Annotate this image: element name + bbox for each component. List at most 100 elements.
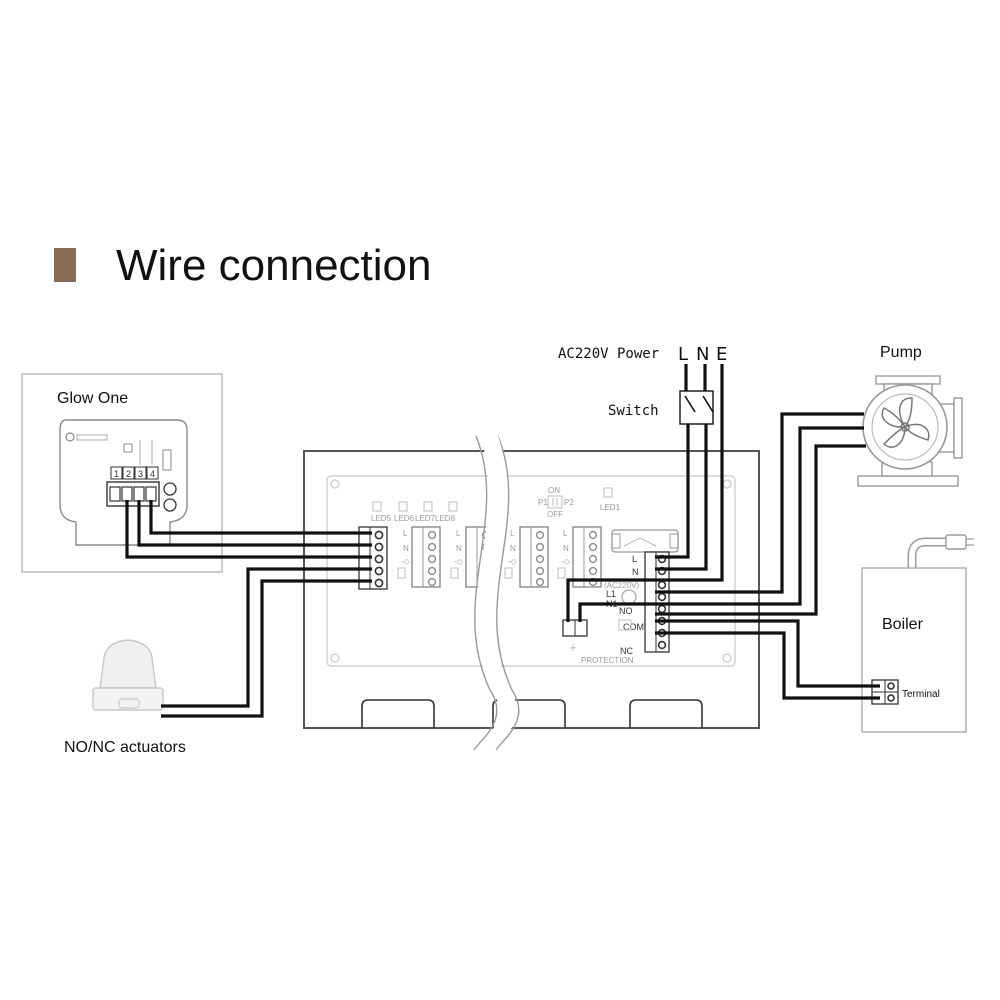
zone-n-label: N <box>456 544 462 553</box>
thermostat-relay-icon <box>123 443 133 453</box>
cutaway-break-line <box>473 435 498 751</box>
power-line-l: L <box>678 344 688 365</box>
wire-pump-earth <box>655 444 866 616</box>
boiler-body <box>861 567 967 733</box>
thermostat-fuse-icon <box>162 449 172 471</box>
cutaway-break-fill <box>476 430 517 752</box>
terminal-screw-icon <box>374 530 384 540</box>
relay-nc-label: NC <box>620 646 633 656</box>
terminal-screw-icon <box>887 682 895 690</box>
pump: Pump <box>857 344 963 487</box>
zone-valve-symbol: -◇ <box>508 557 518 566</box>
terminal-screw-icon <box>657 640 667 650</box>
zone-led-icon <box>557 567 566 579</box>
led-icon <box>398 501 408 512</box>
relay-coil-icon <box>618 619 632 631</box>
zone-led-icon <box>504 567 513 579</box>
wire-thermostat-to-zone1 <box>125 500 372 559</box>
boiler: Boiler Terminal <box>861 534 974 733</box>
zone-terminal-block-2: L N -◇ <box>397 526 441 588</box>
terminal-screw-icon <box>427 542 437 552</box>
switch-label: Switch <box>608 403 659 419</box>
switch-housing <box>679 390 714 425</box>
wires <box>125 364 880 718</box>
dip-p2-label: P2 <box>564 498 574 507</box>
wire-power-n-switched <box>655 424 708 571</box>
terminal-screw-icon <box>535 542 545 552</box>
pump-impeller-icon <box>881 397 930 448</box>
zone-valve-symbol: -◇ <box>401 557 411 566</box>
led-icon <box>372 501 382 512</box>
terminal-screw-icon <box>588 542 598 552</box>
wire-zone1-to-actuator <box>161 579 372 718</box>
zone-led-icon <box>397 567 406 579</box>
actuator-cap-icon <box>99 639 157 689</box>
thermostat-name: Glow One <box>57 390 128 407</box>
zone-valve-symbol: -◇ <box>561 557 571 566</box>
terminal-number: 3 <box>138 469 143 479</box>
terminal-screw-icon <box>588 554 598 564</box>
fuse-cap-icon <box>669 533 679 549</box>
power-line-e: E <box>716 344 727 365</box>
led-label: LED6 <box>394 514 415 523</box>
switch-blade-icon <box>702 395 714 413</box>
earth-symbol-icon: ⏚ <box>569 643 577 652</box>
bottom-tab <box>361 699 435 728</box>
led-label: LED7 <box>415 514 436 523</box>
zone-l-label: L <box>456 529 461 538</box>
zone-l-label: L <box>563 529 568 538</box>
actuator-window-icon <box>118 698 140 709</box>
led1-label: LED1 <box>600 503 621 512</box>
terminal-screw-icon <box>535 530 545 540</box>
earth-terminal: ⏚ PROTECTION <box>562 619 634 665</box>
zone-n-label: N <box>403 544 409 553</box>
terminal-number: 4 <box>150 469 155 479</box>
led-icon <box>603 487 613 498</box>
terminal-screw-icon <box>588 566 598 576</box>
led-icon <box>448 501 458 512</box>
power-source: AC220V Power L N E <box>558 344 727 365</box>
dip-switch-body <box>547 495 563 509</box>
terminal-screw-icon <box>374 566 384 576</box>
screw-hole-icon <box>722 653 732 663</box>
power-label: AC220V Power <box>558 346 659 362</box>
terminal-screw-icon <box>427 577 437 587</box>
page-title: Wire connection <box>116 241 431 290</box>
zone-n-label: N <box>563 544 569 553</box>
boiler-label: Boiler <box>882 616 924 633</box>
boiler-terminal-label: Terminal <box>902 689 940 700</box>
controller-panel: LED5 LED6 LED7 LED8 LED1 ON OFF P1 P2 <box>303 430 760 752</box>
wire-relay-com <box>655 619 880 688</box>
actuator-label: NO/NC actuators <box>64 739 186 756</box>
wire-zone1-to-actuator <box>161 567 372 708</box>
thermostat-glow-one: Glow One 1 2 3 4 <box>21 373 223 573</box>
pump-rotor-icon <box>871 393 939 461</box>
terminal-screw-icon <box>535 566 545 576</box>
fuse-cap-icon <box>611 533 621 549</box>
terminal-block <box>644 551 670 653</box>
relay-no-label: NO <box>619 606 633 616</box>
bottom-tab <box>492 699 566 728</box>
terminal-screw-icon <box>887 694 895 702</box>
actuator: NO/NC actuators <box>64 639 186 756</box>
bottom-tab <box>629 699 703 728</box>
relay-com-label: COM <box>623 622 644 632</box>
pump-base <box>857 475 959 487</box>
pump-l1-label: L1 <box>606 589 616 599</box>
terminal-screw-icon <box>535 577 545 587</box>
terminal-screw-icon <box>588 530 598 540</box>
terminal-number: 2 <box>126 469 131 479</box>
switch-blade-icon <box>684 395 696 413</box>
zone-n-label: N <box>510 544 516 553</box>
protection-label: PROTECTION <box>581 656 634 665</box>
wire-pump-n1 <box>655 426 864 606</box>
thermostat-label-strip <box>76 434 108 441</box>
title-marker <box>54 248 76 282</box>
controller-inner-board <box>326 475 736 667</box>
pump-label: Pump <box>880 344 922 361</box>
terminal-number-box <box>146 466 159 480</box>
zone-terminal-block-4: L N -◇ <box>504 526 549 588</box>
zone-terminal-block-5: L N -◇ <box>557 526 602 588</box>
terminal-number-box <box>110 466 123 480</box>
